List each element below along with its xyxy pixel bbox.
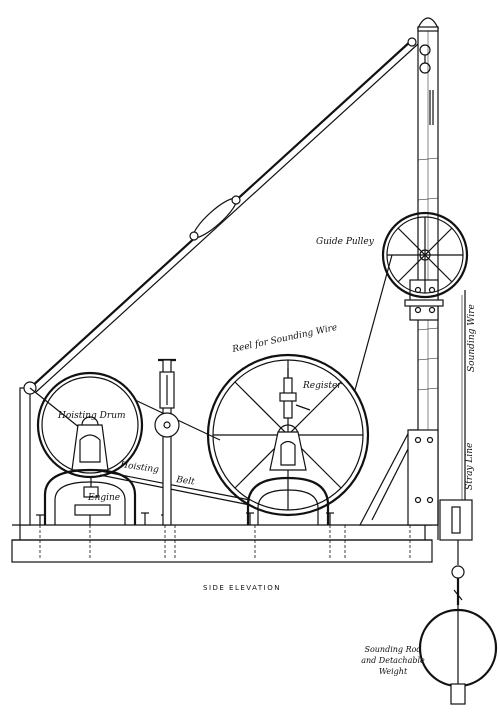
label-reel: Reel for Sounding Wire <box>231 323 339 355</box>
label-sounding-wire: Sounding Wire <box>467 304 477 372</box>
sounding-wire-path <box>354 254 466 505</box>
reel-stand <box>246 431 330 525</box>
guide-pulley <box>381 211 469 299</box>
drum-support <box>71 424 109 471</box>
label-weight-line1: Sounding Rod <box>364 645 421 654</box>
label-hoisting: Hoisting <box>119 460 160 475</box>
label-stray-line: Stray Line <box>465 443 475 490</box>
label-weight-line3: Weight <box>379 667 408 676</box>
label-register: Register <box>302 381 342 391</box>
register <box>279 368 311 419</box>
label-hoisting-drum: Hoisting Drum <box>57 411 126 421</box>
right-bracket <box>359 429 439 526</box>
boom-stay <box>29 37 419 393</box>
label-weight-line2: and Detachable <box>361 656 425 665</box>
fairlead-block <box>437 499 473 541</box>
label-belt: Belt <box>175 475 196 488</box>
caption-side-elevation: SIDE ELEVATION <box>203 584 281 592</box>
base-platform <box>11 512 433 563</box>
label-guide-pulley: Guide Pulley <box>316 237 375 247</box>
label-engine: Engine <box>87 493 120 503</box>
center-post <box>154 358 180 526</box>
engine <box>43 468 137 525</box>
sounding-weight <box>418 540 498 705</box>
